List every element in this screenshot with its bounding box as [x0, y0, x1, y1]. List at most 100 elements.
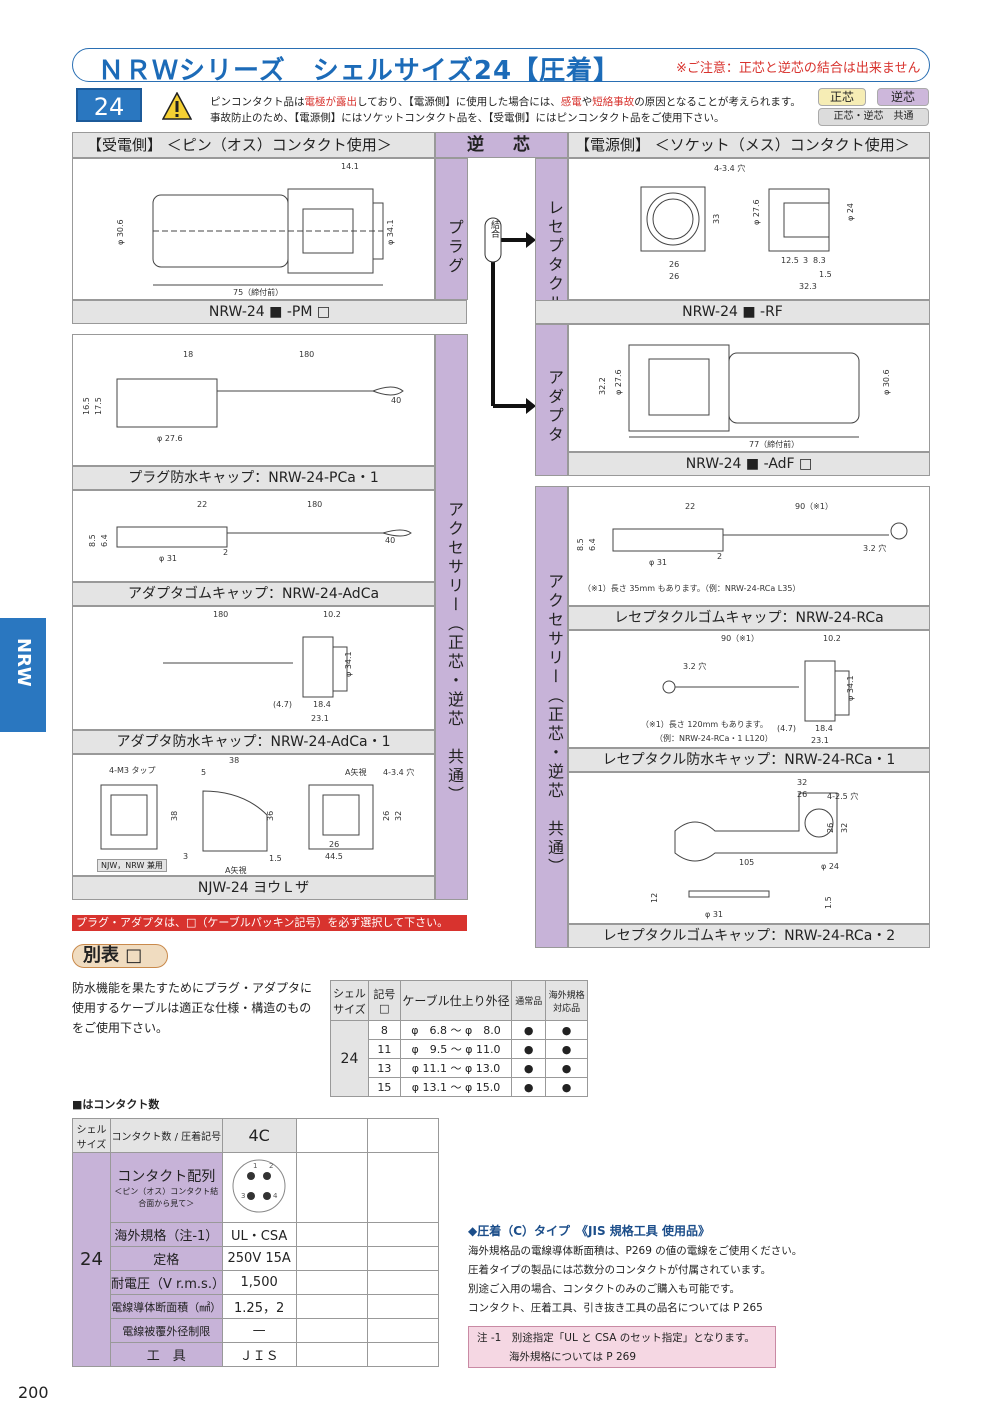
svg-text:φ 24: φ 24 [846, 203, 855, 221]
svg-text:8.5: 8.5 [88, 534, 97, 547]
table-row: 24 8 φ 6.8 〜 φ 8.0 ● ● [330, 1020, 588, 1097]
svg-text:18: 18 [183, 350, 193, 359]
svg-text:4-2.5 穴: 4-2.5 穴 [827, 791, 858, 801]
svg-text:6.4: 6.4 [100, 534, 109, 547]
rec-rubber2-panel: 32 26 4-2.5 穴 26 32 105 φ 24 12 1.5 φ 31 [568, 772, 930, 924]
svg-text:26: 26 [329, 840, 339, 849]
svg-text:17.5: 17.5 [94, 397, 103, 415]
svg-text:10.2: 10.2 [823, 634, 841, 643]
plug-drawing-panel: 14.1 φ 30.6 φ 34.1 75（締付前） [72, 158, 435, 300]
crimp-text: 海外規格品の電線導体断面積は、P269 の値の電線をご使用ください。 圧着タイプ… [468, 1245, 803, 1314]
svg-text:1: 1 [253, 1162, 257, 1170]
svg-text:26: 26 [797, 790, 807, 799]
svg-text:φ 27.6: φ 27.6 [752, 199, 761, 225]
svg-text:φ 34.1: φ 34.1 [386, 219, 395, 245]
svg-text:23.1: 23.1 [811, 736, 829, 745]
adapter-water-panel: 180 10.2 φ 34.1 (4.7) 18.4 23.1 [72, 606, 435, 730]
acc-left-label-box: アクセサリー（正芯・逆芯 共通） [435, 334, 468, 900]
rec-rubber2-caption: レセプタクルゴムキャップ：NRW-24-RCa・2 [568, 924, 930, 948]
svg-text:2: 2 [717, 552, 722, 561]
svg-text:44.5: 44.5 [325, 852, 343, 861]
warning-text: ピンコンタクト品は電極が露出しており、【電源側】に使用した場合には、感電や短絡事… [210, 96, 801, 124]
svg-text:4-3.4 穴: 4-3.4 穴 [383, 767, 414, 777]
svg-text:1.5: 1.5 [819, 270, 832, 279]
cable-table-header-shell: シェルサイズ [330, 980, 369, 1021]
rec-rubber-caption: レセプタクルゴムキャップ：NRW-24-RCa [568, 606, 930, 630]
svg-text:φ 31: φ 31 [159, 554, 177, 563]
packing-note: プラグ・アダプタは、□（ケーブルパッキン記号）を必ず選択して下さい。 [72, 915, 467, 931]
plug-cap-drawing: 18 180 16.5 17.5 40 φ 27.6 [82, 350, 404, 443]
svg-text:φ 27.6: φ 27.6 [614, 369, 623, 395]
svg-text:90（※1）: 90（※1） [721, 634, 759, 643]
table-row: 海外規格（注-1）UL・CSA [73, 1222, 439, 1247]
warning-icon [162, 92, 192, 120]
receptacle-drawing: 4-3.4 穴 26 33 φ 27.6 φ 24 12.5 3 8.3 1.5… [640, 163, 855, 291]
receptacle-label-box: レセプタクル [535, 158, 568, 324]
svg-text:3: 3 [183, 852, 188, 861]
contact-table-header-count: コンタクト数 / 圧着記号 [109, 1118, 223, 1153]
svg-text:3: 3 [803, 256, 808, 265]
size-badge: 24 [76, 88, 142, 122]
yoke-panel: 4-M3 タップ 38 5 A矢視 4-3.4 穴 38 36 26 32 3 … [72, 754, 435, 876]
svg-text:18.4: 18.4 [313, 700, 331, 709]
rec-rubber2-drawing: 32 26 4-2.5 穴 26 32 105 φ 24 12 1.5 φ 31 [650, 778, 858, 919]
svg-text:(4.7): (4.7) [777, 724, 796, 733]
svg-text:26: 26 [826, 823, 835, 833]
svg-text:1.5: 1.5 [824, 896, 833, 909]
svg-text:(4.7): (4.7) [273, 700, 292, 709]
side-tab-nrw[interactable]: NRW [0, 618, 46, 732]
svg-text:φ 31: φ 31 [649, 558, 667, 567]
svg-text:32: 32 [840, 823, 849, 833]
svg-text:14.1: 14.1 [341, 162, 359, 171]
table-row: 耐電圧（V r.m.s.）1,500 [73, 1270, 439, 1295]
svg-text:105: 105 [739, 858, 754, 867]
svg-text:32: 32 [797, 778, 807, 787]
note-box: 注 -1 別途指定「UL と CSA のセット指定」となります。 海外規格につい… [468, 1326, 776, 1368]
title-note: ※ご注意：正芯と逆芯の結合は出来ません [676, 61, 921, 76]
plug-cap-panel: 18 180 16.5 17.5 40 φ 27.6 [72, 334, 435, 466]
plug-cap-caption: プラグ防水キャップ：NRW-24-PCa・1 [72, 466, 435, 490]
svg-text:38: 38 [229, 756, 239, 765]
rec-water-panel: 90（※1） 10.2 3.2 穴 φ 34.1 （※1）長さ 120mm もあ… [568, 630, 930, 748]
contact-arrangement-diagram: 1 2 3 4 [221, 1152, 297, 1223]
svg-text:180: 180 [213, 610, 228, 619]
plug-drawing: 14.1 φ 30.6 φ 34.1 75（締付前） [116, 162, 395, 297]
svg-text:2: 2 [223, 548, 228, 557]
svg-text:3: 3 [241, 1192, 245, 1200]
svg-text:77（締付前）: 77（締付前） [749, 439, 799, 449]
adapter-rubber-panel: 22 180 8.5 6.4 2 40 φ 31 [72, 490, 435, 582]
badge-seishin: 正芯 [818, 88, 866, 106]
svg-text:φ 31: φ 31 [705, 910, 723, 919]
cable-table-header-std: 通常品 [511, 980, 547, 1021]
svg-text:φ 34.1: φ 34.1 [846, 675, 855, 701]
receptacle-label: レセプタクル [545, 199, 564, 313]
rec-water-caption: レセプタクル防水キャップ：NRW-24-RCa・1 [568, 748, 930, 772]
crimp-title: ◆圧着（C）タイプ 《JIS 規格工具 使用品》 [468, 1224, 710, 1238]
badge-gyakushin: 逆芯 [877, 88, 929, 106]
svg-text:22: 22 [197, 500, 207, 509]
svg-text:12.5: 12.5 [781, 256, 799, 265]
contact-count-label: ■はコンタクト数 [72, 1098, 160, 1111]
svg-text:A矢視: A矢視 [345, 767, 366, 777]
svg-text:75（締付前）: 75（締付前） [233, 287, 283, 297]
svg-text:（例：NRW-24-RCa・1 L120）: （例：NRW-24-RCa・1 L120） [655, 733, 773, 743]
svg-text:6.4: 6.4 [588, 538, 597, 551]
svg-text:8.5: 8.5 [576, 538, 585, 551]
svg-text:16.5: 16.5 [82, 397, 91, 415]
svg-text:10.2: 10.2 [323, 610, 341, 619]
svg-text:90（※1）: 90（※1） [795, 502, 833, 511]
svg-text:40: 40 [385, 536, 395, 545]
svg-text:2: 2 [269, 1162, 273, 1170]
cable-table: シェルサイズ 記号□ ケーブル仕上り外径 通常品 海外規格対応品 24 8 φ … [330, 980, 588, 1097]
svg-text:33: 33 [712, 214, 721, 224]
svg-text:22: 22 [685, 502, 695, 511]
svg-text:4-3.4 穴: 4-3.4 穴 [714, 163, 745, 173]
acc-left-label: アクセサリー（正芯・逆芯 共通） [445, 501, 464, 805]
adapter-caption: NRW-24 ■ -AdF □ [568, 452, 930, 476]
svg-text:φ 30.6: φ 30.6 [116, 219, 125, 245]
receptacle-caption: NRW-24 ■ -RF [535, 300, 930, 324]
svg-text:1.5: 1.5 [269, 854, 282, 863]
svg-text:40: 40 [391, 396, 401, 405]
